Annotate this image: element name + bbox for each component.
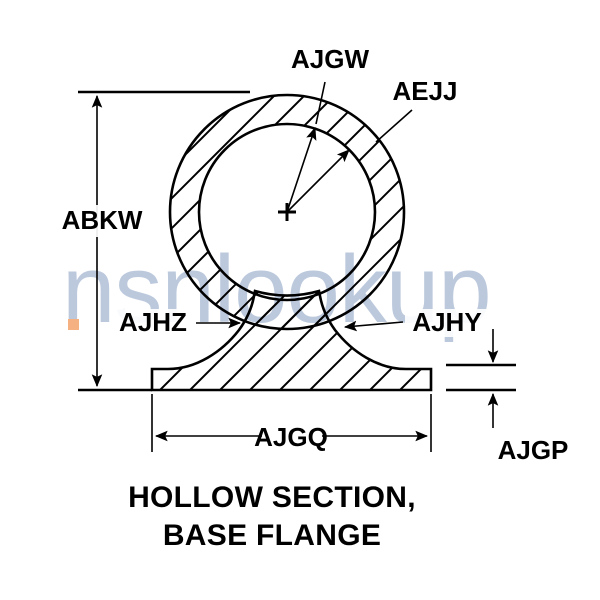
ajhy-label-backdrop — [405, 309, 489, 337]
dimension-label-ABKW: ABKW — [62, 205, 143, 235]
dimension-label-AJGQ: AJGQ — [254, 422, 328, 452]
abkw-label-backdrop — [54, 205, 150, 237]
dimension-AEJJ: AEJJ — [286, 76, 458, 213]
ajhz-label-backdrop — [112, 309, 194, 337]
dimension-AJHY: AJHY — [343, 307, 489, 337]
aejj-radius-arrow — [286, 149, 350, 213]
drawing-title: HOLLOW SECTION, BASE FLANGE — [128, 481, 416, 552]
dimension-AJGW: AJGW — [286, 44, 369, 213]
dimension-AJGQ: AJGQ — [151, 394, 432, 452]
ajgw-leader-line — [315, 81, 326, 125]
ajhy-leader-arrow — [343, 320, 404, 332]
dimension-label-AJGP: AJGP — [498, 435, 569, 465]
aejj-leader-line — [375, 109, 413, 143]
dimension-label-AEJJ: AEJJ — [392, 76, 457, 106]
title-line-2: BASE FLANGE — [163, 519, 381, 552]
dimension-label-AJGW: AJGW — [291, 44, 369, 74]
ajgw-radius-arrow — [286, 126, 317, 213]
dimension-AJHZ: AJHZ — [112, 307, 242, 337]
dimension-label-AJHY: AJHY — [412, 307, 481, 337]
title-line-1: HOLLOW SECTION, — [128, 481, 416, 514]
tube-outer-circle — [168, 93, 406, 331]
watermark-accent-square — [68, 319, 79, 330]
tube-inner-circle — [197, 122, 377, 302]
dimension-AJGP: AJGP — [446, 329, 568, 465]
dimension-ABKW: ABKW — [54, 90, 250, 392]
dimension-label-AJHZ: AJHZ — [119, 307, 187, 337]
